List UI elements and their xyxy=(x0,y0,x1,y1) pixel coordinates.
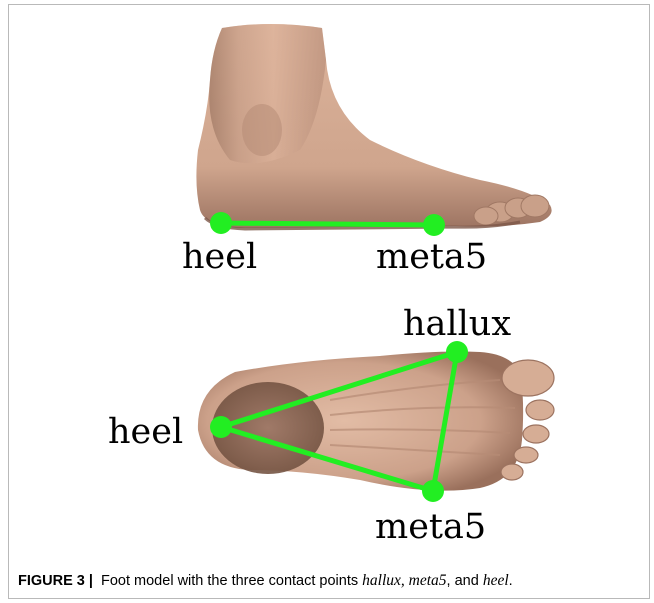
caption-text-middle: , and xyxy=(447,573,479,589)
caption-text-before: Foot model with the three contact points xyxy=(101,573,358,589)
bottom-hallux-label: hallux xyxy=(403,304,511,344)
figure-number: FIGURE 3 xyxy=(18,573,85,589)
caption-text-end: . xyxy=(509,573,513,589)
bottom-meta5-label: meta5 xyxy=(375,507,486,547)
side-meta5-label: meta5 xyxy=(376,237,487,277)
caption-separator: | xyxy=(89,573,93,589)
side-heel-label: heel xyxy=(182,237,257,277)
side-heel-point xyxy=(210,212,232,234)
caption-term-hallux-meta5: hallux, meta5 xyxy=(362,572,446,589)
ankle-bone xyxy=(242,104,282,156)
hallux-point xyxy=(446,341,468,363)
bottom-heel-point xyxy=(210,416,232,438)
side-meta5-point xyxy=(423,214,445,236)
foot-bottom-view: hallux heel meta5 xyxy=(108,304,554,547)
bottom-meta5-point xyxy=(422,480,444,502)
figure-caption: FIGURE 3 | Foot model with the three con… xyxy=(18,572,638,590)
side-contact-line xyxy=(221,223,434,225)
bottom-heel-label: heel xyxy=(108,412,183,452)
caption-term-heel: heel xyxy=(483,572,509,589)
foot-side-view: heel meta5 xyxy=(182,24,552,277)
